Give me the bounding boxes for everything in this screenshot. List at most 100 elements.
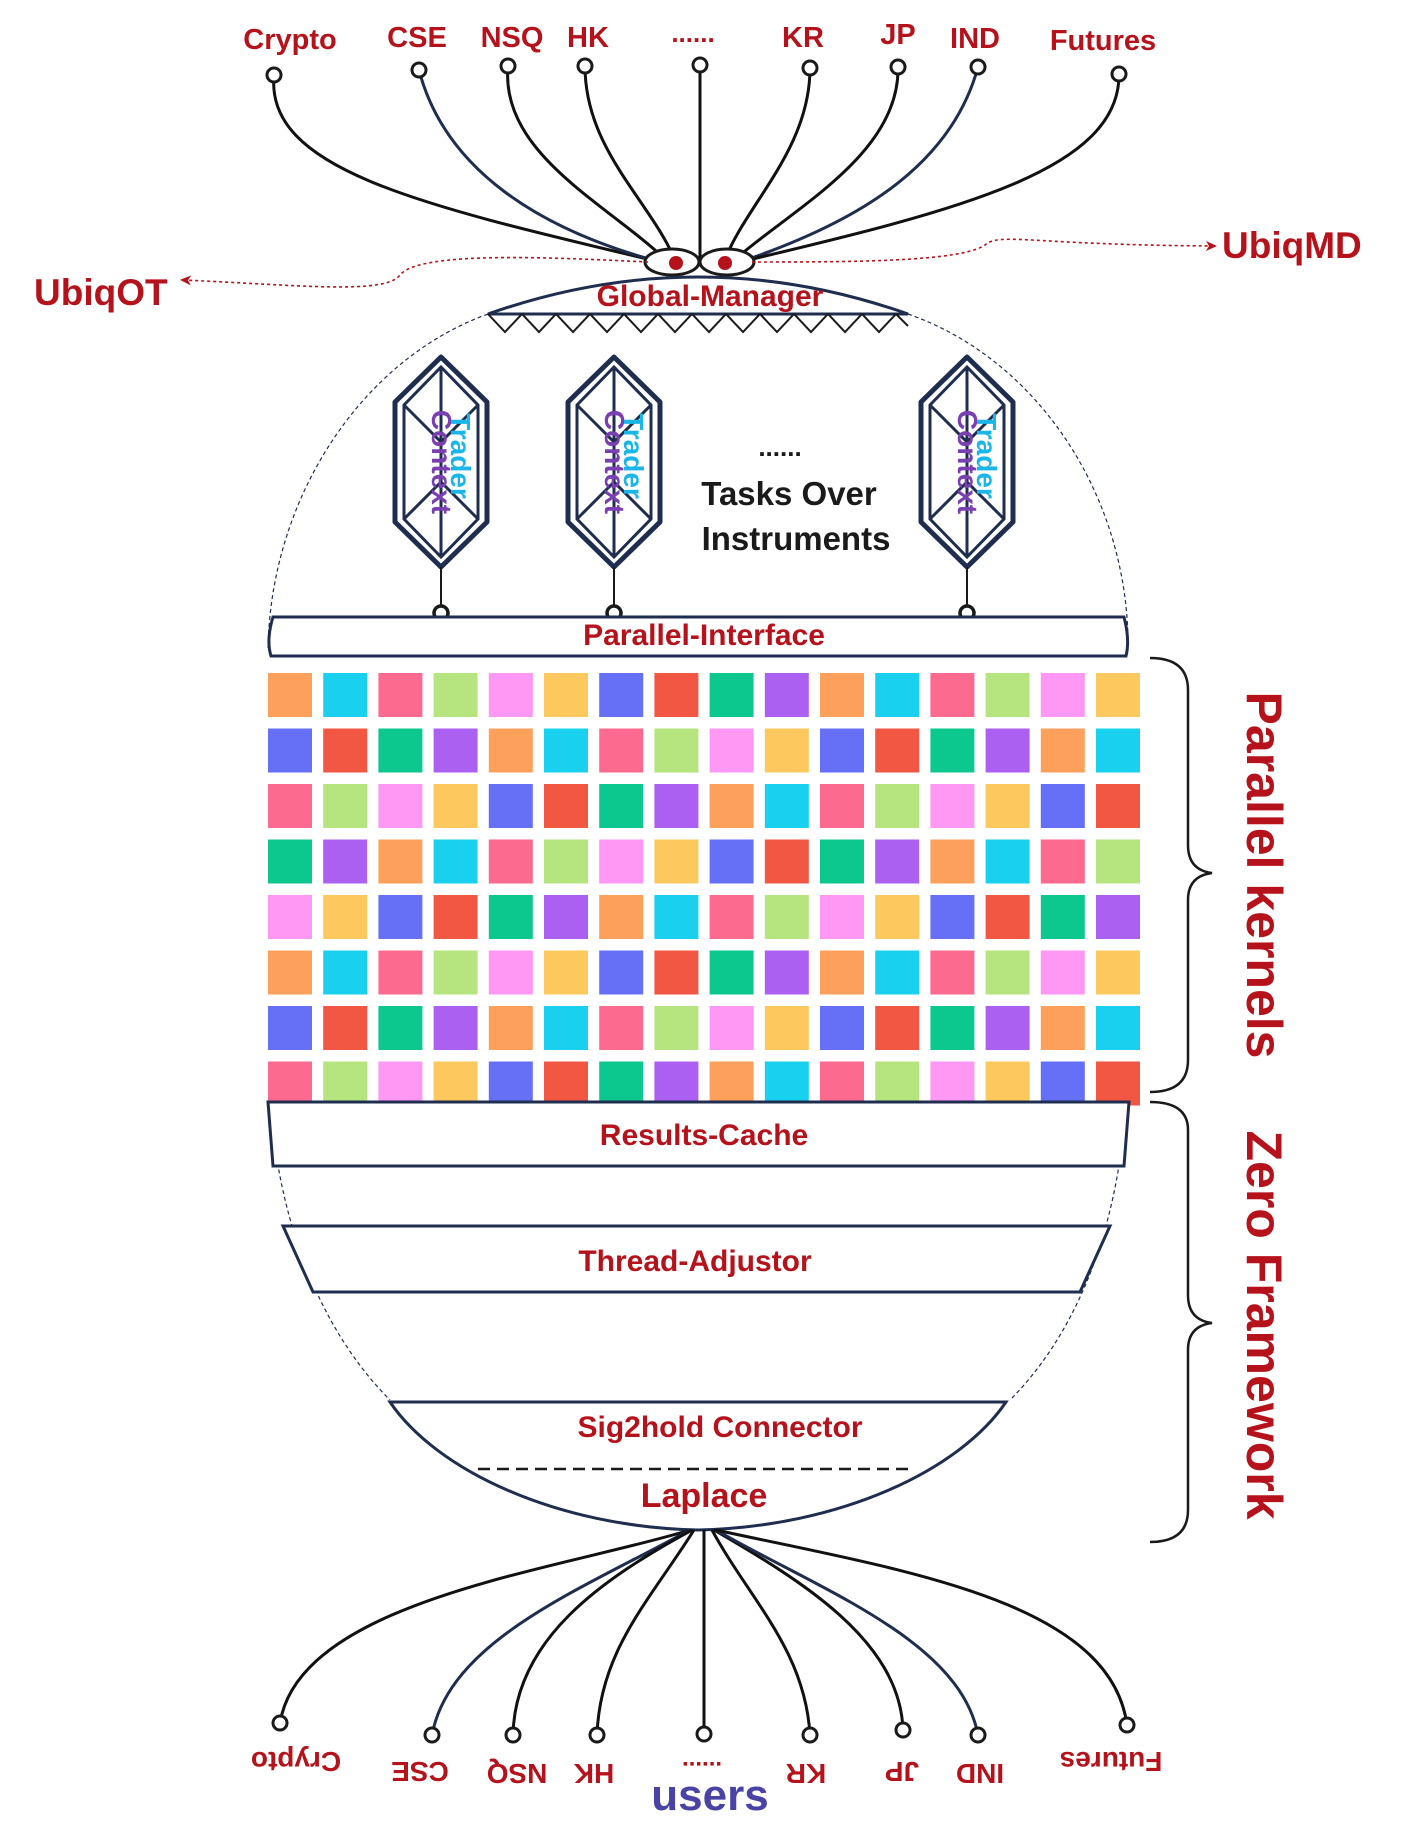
module-top-chevron [928,403,1006,445]
kernel-cell [1040,728,1085,773]
bottom-market-label: JP [885,1756,919,1787]
kernel-cell [378,895,423,939]
kernel-cell [709,784,754,828]
wire-endpoint [576,57,594,75]
kernel-cell [1096,1061,1140,1106]
kernel-cell [985,950,1030,995]
wire-endpoint [504,1726,522,1744]
wire [278,1528,691,1724]
tasks-line-2: Instruments [702,520,891,557]
ubiqmd-arrow [751,238,1217,263]
kernel-cell [323,784,368,828]
kernel-cell [930,673,975,717]
bottom-market-label: IND [956,1758,1004,1789]
hub-pupil [718,256,732,270]
sig2hold-label: Sig2hold Connector [578,1411,863,1444]
kernel-cell [764,895,809,939]
kernel-cell [323,1006,368,1050]
kernel-cell [544,1061,588,1106]
kernel-cell [764,1006,809,1050]
kernel-cell [544,784,588,828]
module-bottom-chevron [575,479,653,521]
kernel-cell [654,784,699,828]
bottom-user-endpoints [271,1714,1136,1744]
framework-outline [907,313,1129,651]
kernel-cell [433,839,478,884]
bottom-market-label: Crypto [251,1746,341,1777]
kernel-cell [433,950,478,995]
kernel-cell [544,728,588,773]
kernel-cell [1096,950,1140,995]
kernel-cell [875,728,920,773]
laplace-label: Laplace [641,1477,768,1515]
zero-framework-brace [1149,1100,1213,1544]
wire [715,1528,1129,1726]
kernel-cell [433,673,478,717]
kernel-cell [709,895,754,939]
kernel-cell [654,673,699,717]
kernel-cell [544,950,588,995]
kernel-cell [820,839,864,884]
wire-endpoint [423,1726,441,1744]
kernel-cell [433,895,478,939]
kernel-cell [599,950,644,995]
wire-endpoint [801,1726,819,1744]
bottom-market-label: HK [574,1758,614,1789]
kernel-cell [875,1006,920,1050]
trader-label: Trader [618,413,649,499]
top-market-label: KR [782,22,824,54]
kernel-cell [820,673,864,717]
wire-endpoint [969,58,987,76]
wire-endpoint [499,57,517,75]
top-market-label: CSE [387,22,447,54]
kernel-cell [930,1061,975,1106]
top-market-label: NSQ [481,22,544,54]
top-market-label: HK [567,22,609,54]
wire-endpoint [691,56,709,74]
module-bottom-chevron [402,479,480,521]
kernel-cell [930,895,975,939]
kernel-cell [709,673,754,717]
kernel-cell [985,1006,1030,1050]
trader-label: Trader [445,413,476,499]
wire-endpoint [695,1725,713,1743]
global-manager-label: Global-Manager [597,280,824,313]
kernel-cell [268,950,312,995]
framework-outline [1009,1099,1127,1401]
kernel-cell [1040,895,1085,939]
kernel-cell [820,1061,864,1106]
ubiqot-arrow [180,256,649,288]
ubiqmd-label: UbiqMD [1222,225,1362,266]
wire [715,1528,980,1736]
kernel-cell [433,1006,478,1050]
kernel-cell [323,728,368,773]
trader-label: Trader [971,413,1002,499]
kernel-cell [985,1061,1030,1106]
global-manager-teeth [487,312,909,334]
module-bottom-chevron [928,479,1006,521]
wire-endpoint [265,66,283,84]
context-label: Context [599,410,630,514]
module-top-chevron [575,403,653,445]
kernel-cell [875,673,920,717]
kernel-cell [985,784,1030,828]
bottom-user-wires [278,1528,1129,1736]
kernel-cell [1040,839,1085,884]
bottom-market-label: KR [786,1758,826,1789]
kernel-cell [654,839,699,884]
kernel-cell [709,1061,754,1106]
bottom-market-label: Futures [1060,1746,1163,1777]
global-manager-dome [487,275,909,316]
kernel-cell [599,784,644,828]
global-manager: Global-Manager [487,275,909,334]
kernel-cell [1040,673,1085,717]
kernel-cell [378,950,423,995]
kernel-cell [268,895,312,939]
kernel-cell [820,950,864,995]
wire [730,66,900,264]
